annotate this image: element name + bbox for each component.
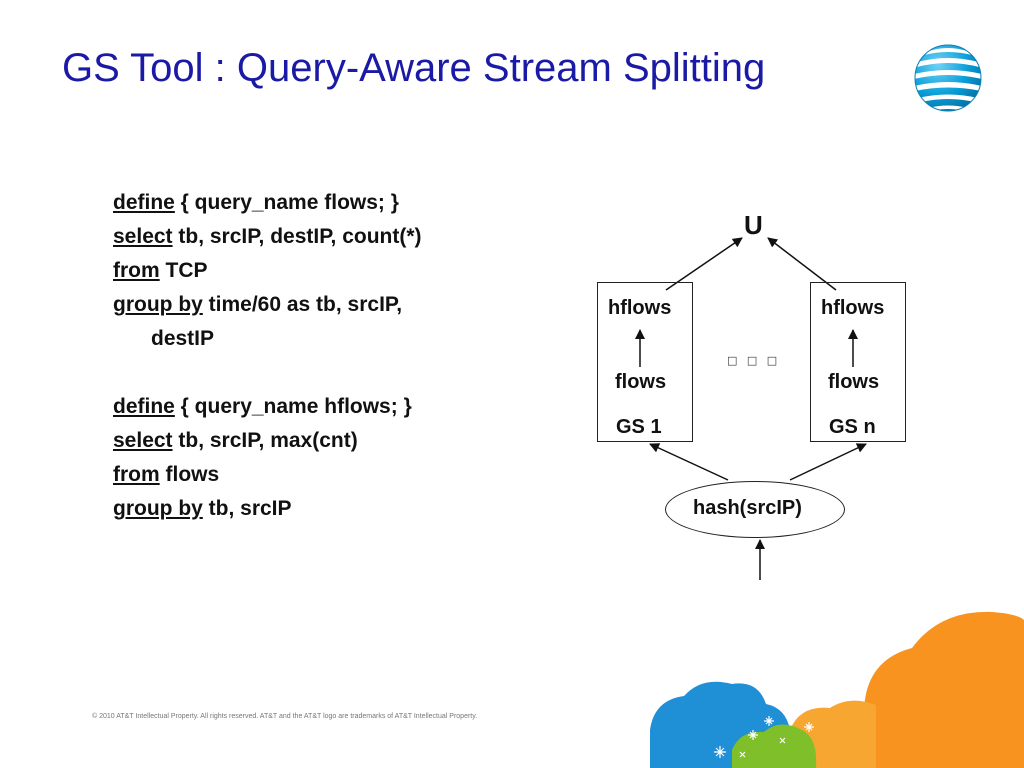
slide-title: GS Tool : Query-Aware Stream Splitting [62,46,766,90]
gsn-box [810,282,906,442]
gsn-name-label: GS n [829,416,876,438]
cloud-decoration-icon [650,611,1024,768]
code-line: group by tb, srcIP [113,492,422,526]
code-line: destIP [113,322,422,356]
gs1-box [597,282,693,442]
union-label: U [744,210,763,240]
code-keyword: group by [113,293,203,316]
gsn-hflows-label: hflows [821,297,885,319]
gs1-hflows-label: hflows [608,297,672,319]
code-text: TCP [159,259,208,282]
gs1-name-label: GS 1 [616,416,662,438]
gsn-flows-label: flows [828,371,880,393]
code-keyword: define [113,395,175,418]
code-keyword: group by [113,497,203,520]
code-text: tb, srcIP, max(cnt) [172,429,358,452]
gs1-flows-label: flows [615,371,667,393]
copyright-footer: © 2010 AT&T Intellectual Property. All r… [92,713,478,720]
arrow-splitter-to-gsn [789,443,867,481]
query-code-block: define { query_name flows; } select tb, … [113,186,422,526]
code-line: select tb, srcIP, destIP, count(*) [113,220,422,254]
code-line: from flows [113,458,422,492]
code-text: { query_name hflows; } [174,395,412,418]
code-line: select tb, srcIP, max(cnt) [113,424,422,458]
arrow-splitter-to-gs1 [649,443,729,481]
code-line: from TCP [113,254,422,288]
code-line: define { query_name hflows; } [113,390,422,424]
code-text: tb, srcIP [202,497,292,520]
hash-splitter-label: hash(srcIP) [693,497,802,519]
code-text: tb, srcIP, destIP, count(*) [172,225,422,248]
code-keyword: define [113,191,175,214]
code-keyword: from [113,463,160,486]
code-keyword: select [113,429,173,452]
code-line: define { query_name flows; } [113,186,422,220]
arrow-gsn-to-union [767,237,837,291]
arrow-gs1-to-union [665,237,743,291]
code-line: group by time/60 as tb, srcIP, [113,288,422,322]
hash-splitter-oval [665,481,845,538]
code-keyword: from [113,259,160,282]
code-keyword: select [113,225,173,248]
code-text: flows [159,463,220,486]
ellipsis-indicator: □ □ □ [727,354,781,367]
code-text: destIP [151,327,215,350]
att-globe-logo-icon [914,44,982,112]
code-text: time/60 as tb, srcIP, [202,293,403,316]
code-text: { query_name flows; } [174,191,399,214]
